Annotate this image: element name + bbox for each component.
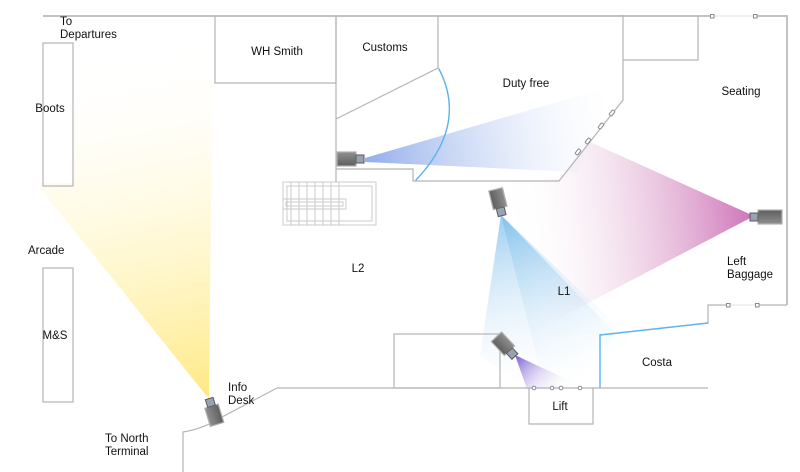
cctv-camera-icon-l1[interactable]: [488, 186, 509, 218]
label-to-departures-line1: To: [60, 16, 72, 28]
cctv-camera-icon-customs[interactable]: [336, 151, 365, 167]
label-info-desk-line1: Info: [228, 382, 247, 394]
label-to-north-line2: Terminal: [105, 446, 148, 458]
room-top-right: [623, 16, 699, 61]
view-cone-cyan-l1-streak: [501, 215, 655, 390]
view-cone-blue-customs: [365, 86, 612, 172]
lift-door-marker-icon: [577, 385, 583, 391]
door-marker-icon: [753, 14, 758, 19]
lift-door-marker-icon: [558, 385, 564, 391]
door-swing-arc-icon: [415, 68, 451, 181]
label-arcade: Arcade: [28, 245, 64, 257]
room-ms: [42, 267, 74, 403]
label-to-north-line1: To North: [105, 433, 148, 445]
door-marker-icon: [710, 14, 715, 19]
walls: [42, 15, 788, 472]
label-left-baggage-line1: Left: [727, 256, 747, 268]
label-seating: Seating: [721, 86, 760, 98]
cctv-camera-icon-left-baggage[interactable]: [749, 209, 783, 225]
view-cone-pink-left-baggage: [510, 142, 754, 322]
view-cone-purple-corner: [515, 355, 587, 389]
label-to-departures-line2: Departures: [60, 29, 117, 41]
gate-marker-icon: [597, 122, 605, 130]
door-marker-icon: [755, 303, 760, 308]
label-l2: L2: [352, 263, 365, 275]
label-costa: Costa: [642, 357, 673, 369]
door-markers: [531, 14, 760, 391]
label-left-baggage-line2: Baggage: [727, 269, 773, 281]
label-wh-smith: WH Smith: [251, 46, 303, 58]
door-marker-icon: [726, 303, 731, 308]
cctv-camera-icon-info-desk[interactable]: [203, 396, 225, 428]
lift-door-marker-icon: [531, 385, 537, 391]
room-lift: [528, 388, 594, 425]
labels: To Departures Boots Arcade M&S WH Smith …: [28, 16, 773, 458]
costa-partition-top: [599, 322, 709, 336]
wall-seating-bottom-left: [707, 304, 728, 323]
label-info-desk-line2: Desk: [228, 395, 254, 407]
gate-marker-icon: [608, 109, 616, 117]
stairs-icon: [282, 181, 377, 226]
label-ms: M&S: [43, 330, 68, 342]
label-l1: L1: [558, 286, 571, 298]
cctv-camera-icon-store-corner[interactable]: [490, 331, 520, 361]
label-customs: Customs: [362, 42, 408, 54]
label-duty-free: Duty free: [503, 78, 550, 90]
label-boots: Boots: [35, 103, 65, 115]
room-customs: [335, 16, 439, 120]
wall-concourse-mid: [336, 15, 624, 182]
gate-marker-icon: [584, 137, 592, 145]
label-lift: Lift: [552, 401, 568, 413]
wall-right: [755, 15, 788, 305]
view-cone-yellow-info-desk: [38, 14, 213, 399]
lift-door-marker-icon: [549, 385, 555, 391]
gate-marker-icon: [574, 148, 582, 156]
room-boots: [42, 42, 74, 187]
